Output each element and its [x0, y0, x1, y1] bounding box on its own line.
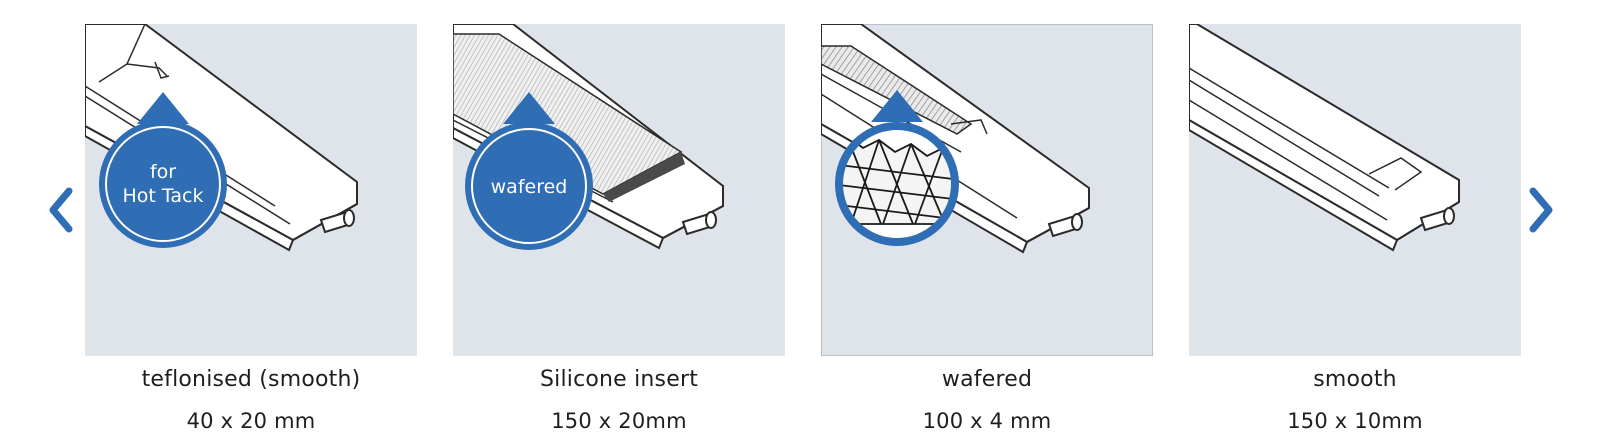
- product-card[interactable]: wafered Silicone insert 150 x 20mm: [453, 24, 785, 434]
- product-card[interactable]: for Hot Tack teflonised (smooth) 40 x 20…: [85, 24, 417, 434]
- product-size: 40 x 20 mm: [186, 409, 316, 433]
- product-image[interactable]: [1189, 24, 1521, 356]
- sealing-bar-icon: [1189, 24, 1460, 252]
- badge-line-1: wafered: [491, 176, 568, 198]
- wafer-pattern-icon: [821, 24, 1090, 254]
- badge-line-1: for: [150, 161, 176, 183]
- product-name: Silicone insert: [539, 367, 699, 392]
- product-size: 100 x 4 mm: [922, 409, 1052, 433]
- carousel-prev-button[interactable]: [38, 180, 82, 240]
- product-name: wafered: [941, 367, 1033, 392]
- carousel-next-button[interactable]: [1520, 180, 1564, 240]
- product-image[interactable]: for Hot Tack: [85, 24, 417, 356]
- product-card[interactable]: wafered 100 x 4 mm: [821, 24, 1153, 434]
- chevron-right-icon: [1529, 187, 1553, 233]
- sealing-bar-icon: for Hot Tack: [85, 24, 358, 252]
- product-image[interactable]: [821, 24, 1153, 356]
- badge-line-2: Hot Tack: [123, 185, 204, 207]
- chevron-left-icon: [49, 187, 73, 233]
- sealing-bar-icon: wafered: [453, 24, 724, 250]
- product-name: smooth: [1313, 367, 1397, 392]
- product-size: 150 x 20mm: [551, 409, 687, 433]
- product-size: 150 x 10mm: [1287, 409, 1423, 433]
- product-card[interactable]: smooth 150 x 10mm: [1189, 24, 1521, 434]
- product-image[interactable]: wafered: [453, 24, 785, 356]
- product-name: teflonised (smooth): [141, 367, 361, 392]
